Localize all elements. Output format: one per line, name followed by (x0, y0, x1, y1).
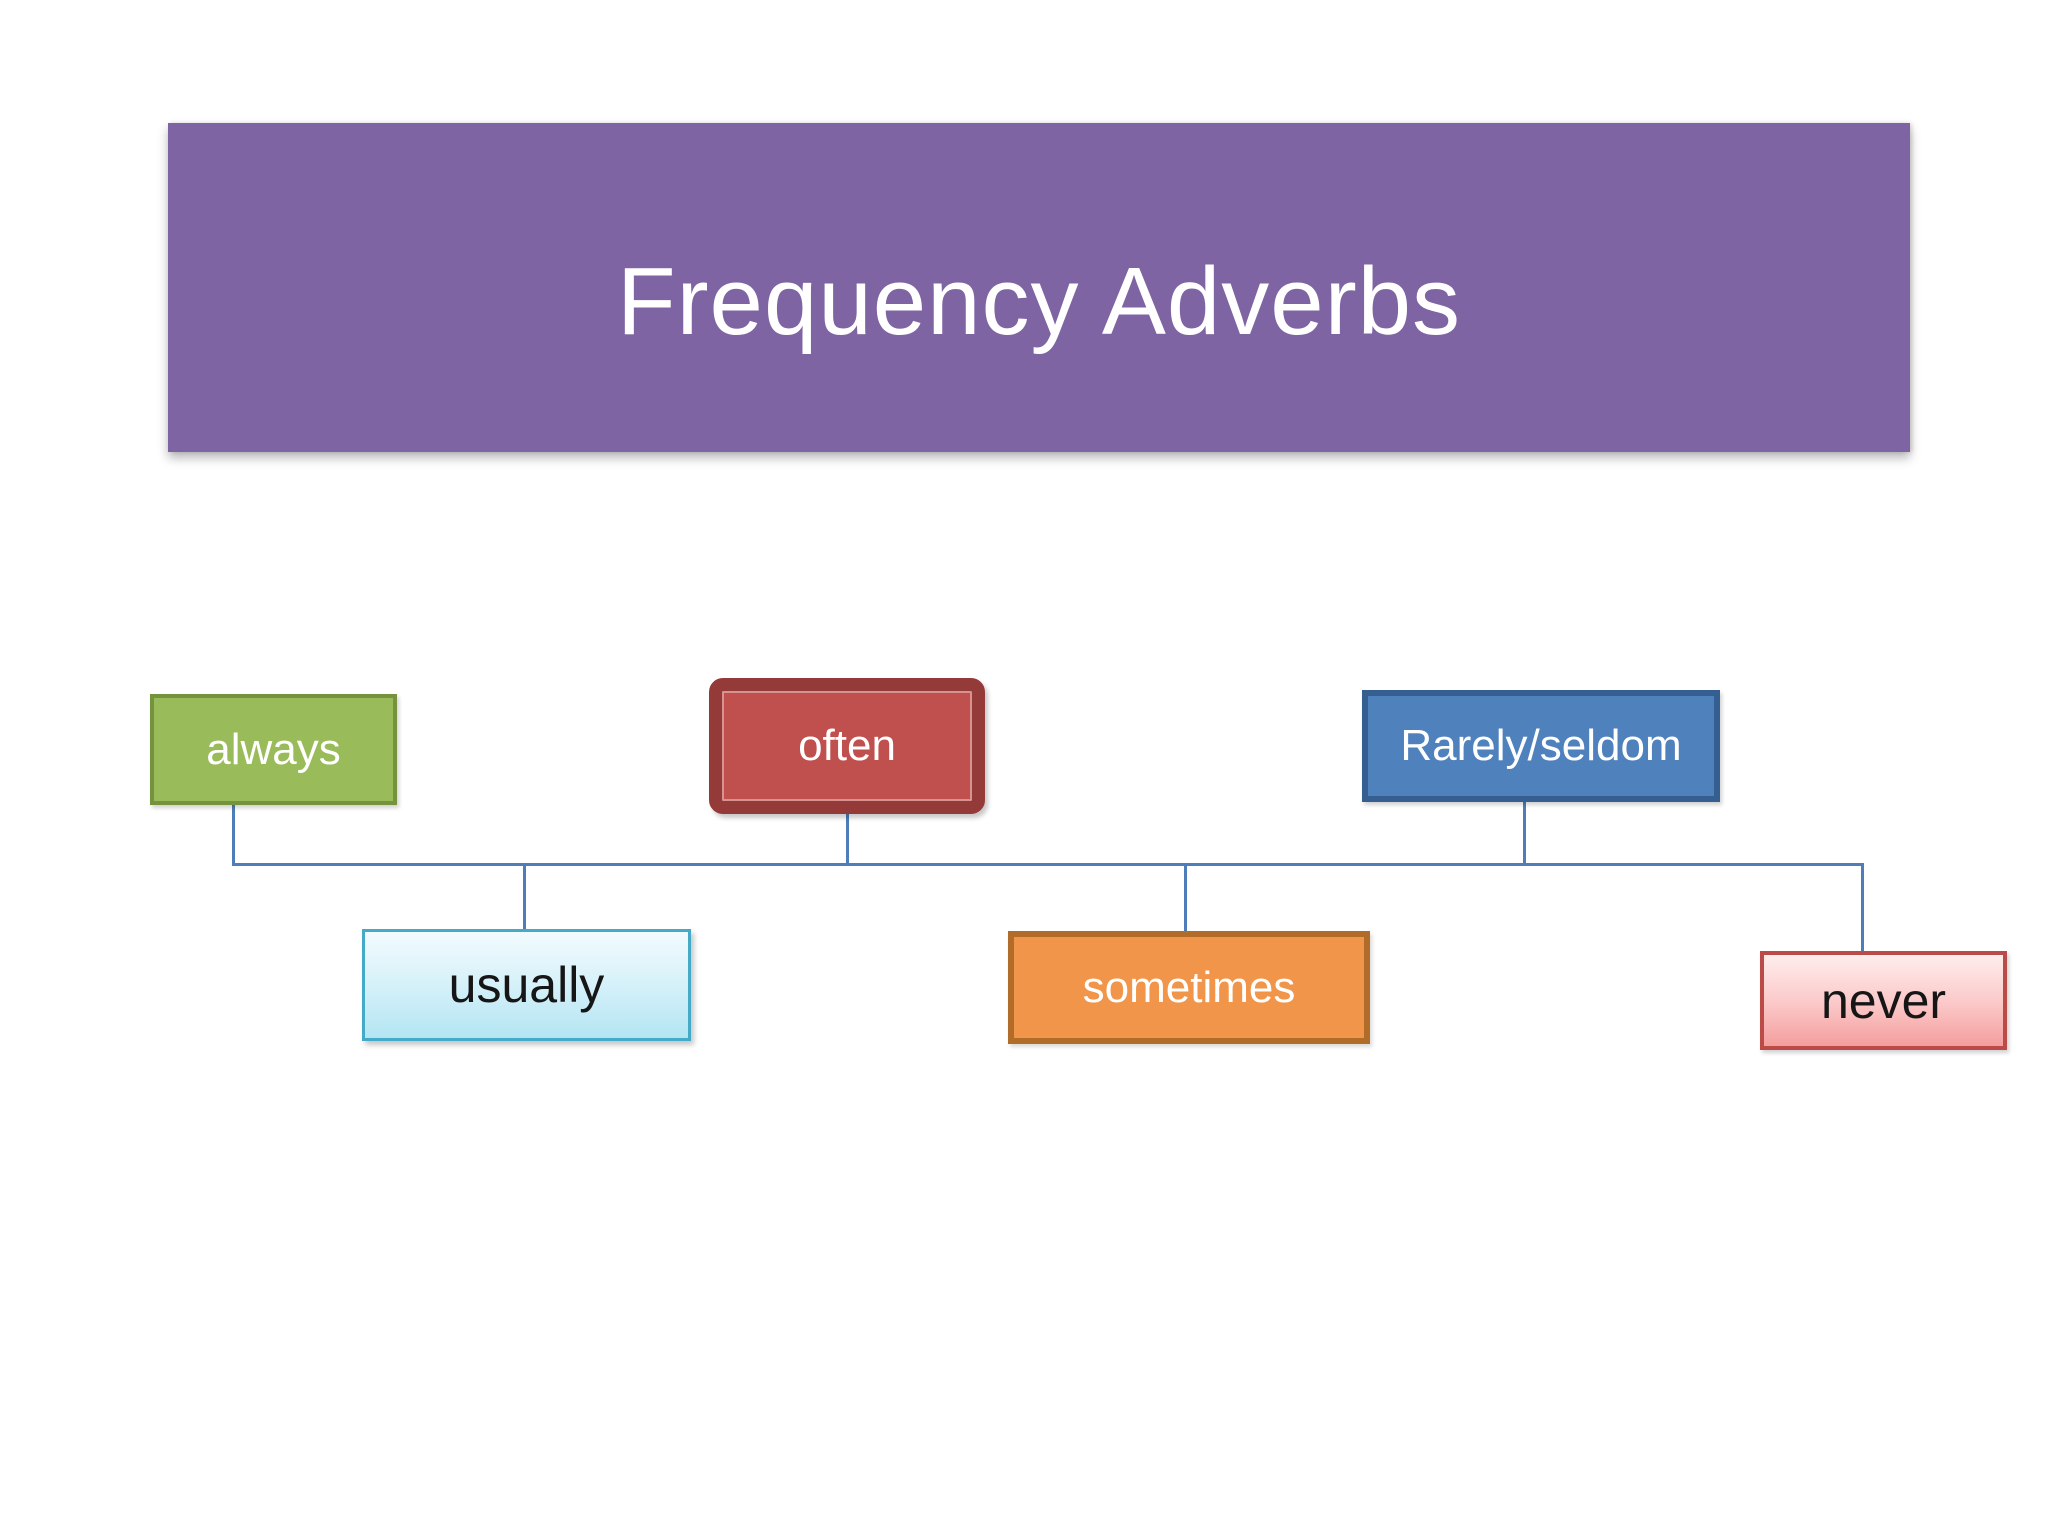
node-often: often (709, 678, 985, 814)
connector-usually-drop (523, 863, 526, 929)
node-always-label: always (206, 724, 341, 774)
node-never-label: never (1820, 972, 1947, 1029)
title-banner: Frequency Adverbs (168, 123, 1910, 452)
connector-rarely-stub (1523, 800, 1526, 866)
node-sometimes: sometimes (1008, 931, 1370, 1044)
node-rarely-seldom-label: Rarely/seldom (1400, 721, 1682, 770)
connector-always-stub (232, 805, 235, 866)
node-often-label: often (798, 721, 896, 770)
node-usually: usually (362, 929, 691, 1041)
node-sometimes-label: sometimes (1082, 962, 1296, 1012)
connector-sometimes-drop (1184, 863, 1187, 931)
connector-trunk (232, 863, 1864, 866)
node-rarely-seldom: Rarely/seldom (1362, 690, 1720, 802)
node-never: never (1760, 951, 2007, 1050)
page-title: Frequency Adverbs (616, 247, 1462, 355)
connector-never-drop (1861, 863, 1864, 951)
node-usually-label: usually (448, 957, 605, 1013)
connector-often-stub (846, 812, 849, 866)
node-always: always (150, 694, 397, 805)
